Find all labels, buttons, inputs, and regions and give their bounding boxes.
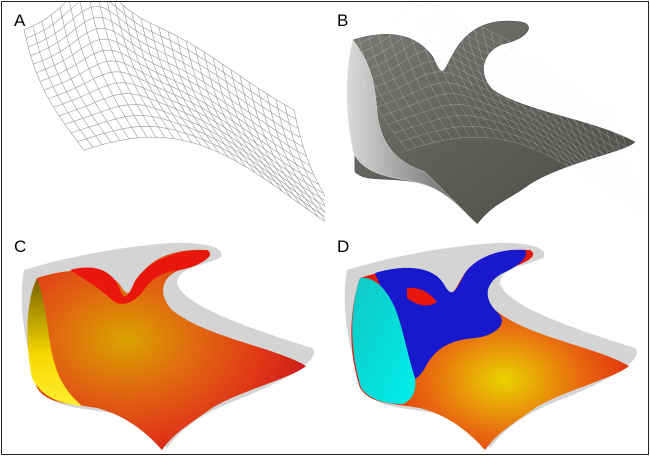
mesh-line [400,126,648,217]
shaded-mesh-surface [346,2,648,225]
mesh-line [176,36,238,162]
mesh-line [403,2,462,139]
mesh-side-wall [346,39,478,225]
panel-label-a: A [14,11,26,30]
mesh-line [445,5,507,141]
mesh-line [373,15,435,143]
mesh-line [381,93,648,201]
mesh-line [28,6,299,129]
shaded-mesh-group [346,20,636,225]
mesh-line [353,17,624,138]
mesh-line [392,2,453,140]
mesh-line [23,2,295,111]
mesh-line [422,2,480,138]
mesh-line [356,27,627,148]
mesh-line [30,17,301,138]
mesh-line [517,46,579,173]
mesh-line [58,93,325,201]
mesh-line [598,99,648,214]
mesh-line [39,49,311,166]
mesh-line [266,93,325,221]
mesh-line [580,88,642,217]
mesh-line [535,57,597,185]
mesh-line [364,21,426,145]
mesh-line [382,7,444,141]
panel-label-b: B [337,11,349,30]
heat-colormap-surface [21,242,314,450]
mesh-line [387,104,648,207]
cyan-region [352,277,416,404]
mesh-line [122,5,184,141]
mesh-line [293,109,325,197]
mesh-lines [23,2,325,222]
mesh-line [371,71,642,185]
mesh-line [158,27,220,153]
mesh-line [490,31,552,158]
mesh-line [463,18,525,146]
mesh-line [571,82,633,211]
mesh-line [394,115,648,212]
mesh-line [71,115,325,212]
heat-side-wall [27,278,82,406]
wireframe-surface [23,2,325,222]
mesh-line [481,27,543,153]
panel-d: D [325,228,648,454]
mesh-line [589,93,648,221]
mesh-line [114,2,175,139]
mesh-line [149,22,211,149]
mesh-line [472,22,534,149]
mesh-line [376,82,647,194]
mesh-line [36,38,307,157]
panel-label-d: D [337,237,350,256]
mesh-line [25,2,297,120]
mesh-line [406,136,648,222]
mesh-line [351,6,622,129]
mesh-line [33,27,304,148]
mesh-line [346,2,618,111]
mesh-line [23,29,85,151]
mesh-line [499,36,561,162]
mesh-line [48,71,319,185]
panel-b: B [325,2,648,228]
heat-surface [28,249,306,450]
mesh-line [89,2,148,138]
mesh-line [167,31,229,158]
mesh-line [346,29,408,151]
mesh-line [77,126,325,218]
mesh-line [366,60,638,176]
mesh-line [359,38,630,157]
panel-a: A [2,2,325,228]
mesh-line [526,51,588,179]
mesh-line [553,69,615,198]
mesh-line [83,136,325,222]
red-top-patch [407,287,437,306]
mesh-line [544,63,606,192]
mesh-line [53,82,324,194]
mesh-line [43,60,315,176]
mesh-line [355,25,417,148]
mesh-line [275,99,325,214]
panel-label-c: C [14,237,27,256]
blue-region [375,249,526,379]
mesh-line [562,75,624,205]
mesh-line [64,104,325,207]
mesh-line [349,2,620,120]
mesh-line [616,109,648,197]
mesh-lines [346,2,648,222]
panel-c: C [2,228,325,454]
mesh-line [454,12,516,143]
heat-top-ridge [70,250,210,304]
mesh-line [430,2,489,138]
mesh-line [362,49,634,166]
mesh-line [412,2,471,138]
rainbow-colormap-surface [344,242,637,450]
mesh-line [437,2,498,139]
mesh-line [607,104,648,206]
mesh-line [508,40,570,168]
